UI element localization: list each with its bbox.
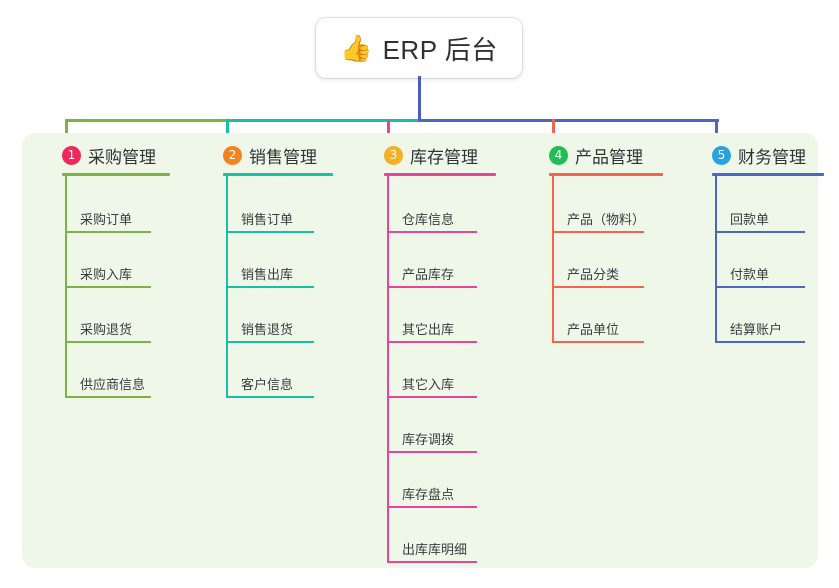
leaf-underline-2-1 — [226, 231, 314, 233]
leaf-underline-5-1 — [715, 231, 805, 233]
leaf-underline-4-1 — [552, 231, 644, 233]
root-node-title: ERP 后台 — [382, 34, 498, 65]
leaf-item-1-1[interactable]: 采购订单 — [80, 212, 133, 227]
leaf-underline-4-2 — [552, 286, 644, 288]
leaf-item-2-1[interactable]: 销售订单 — [241, 212, 294, 227]
leaf-underline-3-7 — [387, 561, 477, 563]
column-underline-3 — [384, 173, 496, 176]
leaf-underline-3-2 — [387, 286, 477, 288]
column-header-3[interactable]: 3 库存管理 — [384, 142, 478, 168]
leaf-underline-2-2 — [226, 286, 314, 288]
bus-segment-2 — [226, 119, 421, 122]
leaf-underline-5-3 — [715, 341, 805, 343]
leaf-underline-3-4 — [387, 396, 477, 398]
root-node[interactable]: 👍 ERP 后台 — [316, 18, 522, 78]
column-underline-1 — [62, 173, 170, 176]
leaf-item-1-2[interactable]: 采购入库 — [80, 267, 133, 282]
leaf-item-4-3[interactable]: 产品单位 — [567, 322, 620, 337]
leaf-item-3-2[interactable]: 产品库存 — [402, 267, 455, 282]
leaf-underline-3-5 — [387, 451, 477, 453]
leaf-underline-5-2 — [715, 286, 805, 288]
leaf-underline-1-4 — [65, 396, 151, 398]
column-title-3: 库存管理 — [410, 147, 478, 167]
column-badge-icon-3: 3 — [384, 145, 403, 165]
leaf-item-3-5[interactable]: 库存调拨 — [402, 432, 455, 447]
leaf-item-5-2[interactable]: 付款单 — [730, 267, 770, 282]
leaf-underline-1-3 — [65, 341, 151, 343]
column-title-4: 产品管理 — [575, 147, 643, 167]
bus-segment-3 — [418, 119, 719, 122]
column-rail-4 — [552, 176, 554, 341]
leaf-underline-1-2 — [65, 286, 151, 288]
leaf-item-3-6[interactable]: 库存盘点 — [402, 487, 455, 502]
column-badge-icon-1: 1 — [62, 145, 81, 165]
leaf-item-2-2[interactable]: 销售出库 — [241, 267, 294, 282]
leaf-item-2-4[interactable]: 客户信息 — [241, 377, 294, 392]
column-underline-4 — [549, 173, 663, 176]
column-header-2[interactable]: 2 销售管理 — [223, 142, 317, 168]
leaf-underline-3-3 — [387, 341, 477, 343]
column-header-5[interactable]: 5 财务管理 — [712, 142, 806, 168]
leaf-item-3-7[interactable]: 出库库明细 — [402, 542, 468, 557]
column-title-2: 销售管理 — [249, 147, 317, 167]
leaf-underline-2-4 — [226, 396, 314, 398]
column-badge-icon-2: 2 — [223, 145, 242, 165]
column-badge-icon-5: 5 — [712, 145, 731, 165]
trunk-connector — [418, 76, 421, 122]
leaf-item-4-2[interactable]: 产品分类 — [567, 267, 620, 282]
leaf-item-1-4[interactable]: 供应商信息 — [80, 377, 146, 392]
column-header-4[interactable]: 4 产品管理 — [549, 142, 643, 168]
leaf-underline-1-1 — [65, 231, 151, 233]
branch-panel: 1 采购管理采购订单采购入库采购退货供应商信息 2 销售管理销售订单销售出库销售退货客… — [22, 133, 824, 568]
leaf-item-3-1[interactable]: 仓库信息 — [402, 212, 455, 227]
column-title-1: 采购管理 — [88, 147, 156, 167]
leaf-item-5-3[interactable]: 结算账户 — [730, 322, 783, 337]
column-rail-3 — [387, 176, 389, 561]
column-header-1[interactable]: 1 采购管理 — [62, 142, 156, 168]
thumbs-up-icon: 👍 — [340, 33, 373, 63]
leaf-item-5-1[interactable]: 回款单 — [730, 212, 770, 227]
column-underline-5 — [712, 173, 824, 176]
column-badge-icon-4: 4 — [549, 145, 568, 165]
column-underline-2 — [223, 173, 333, 176]
leaf-item-3-3[interactable]: 其它出库 — [402, 322, 455, 337]
column-title-5: 财务管理 — [738, 147, 806, 167]
leaf-underline-2-3 — [226, 341, 314, 343]
leaf-underline-4-3 — [552, 341, 644, 343]
leaf-item-3-4[interactable]: 其它入库 — [402, 377, 455, 392]
leaf-underline-3-6 — [387, 506, 477, 508]
leaf-item-4-1[interactable]: 产品（物料） — [567, 212, 646, 227]
leaf-item-1-3[interactable]: 采购退货 — [80, 322, 133, 337]
column-rail-5 — [715, 176, 717, 341]
leaf-underline-3-1 — [387, 231, 477, 233]
bus-segment-1 — [65, 119, 229, 122]
leaf-item-2-3[interactable]: 销售退货 — [241, 322, 294, 337]
